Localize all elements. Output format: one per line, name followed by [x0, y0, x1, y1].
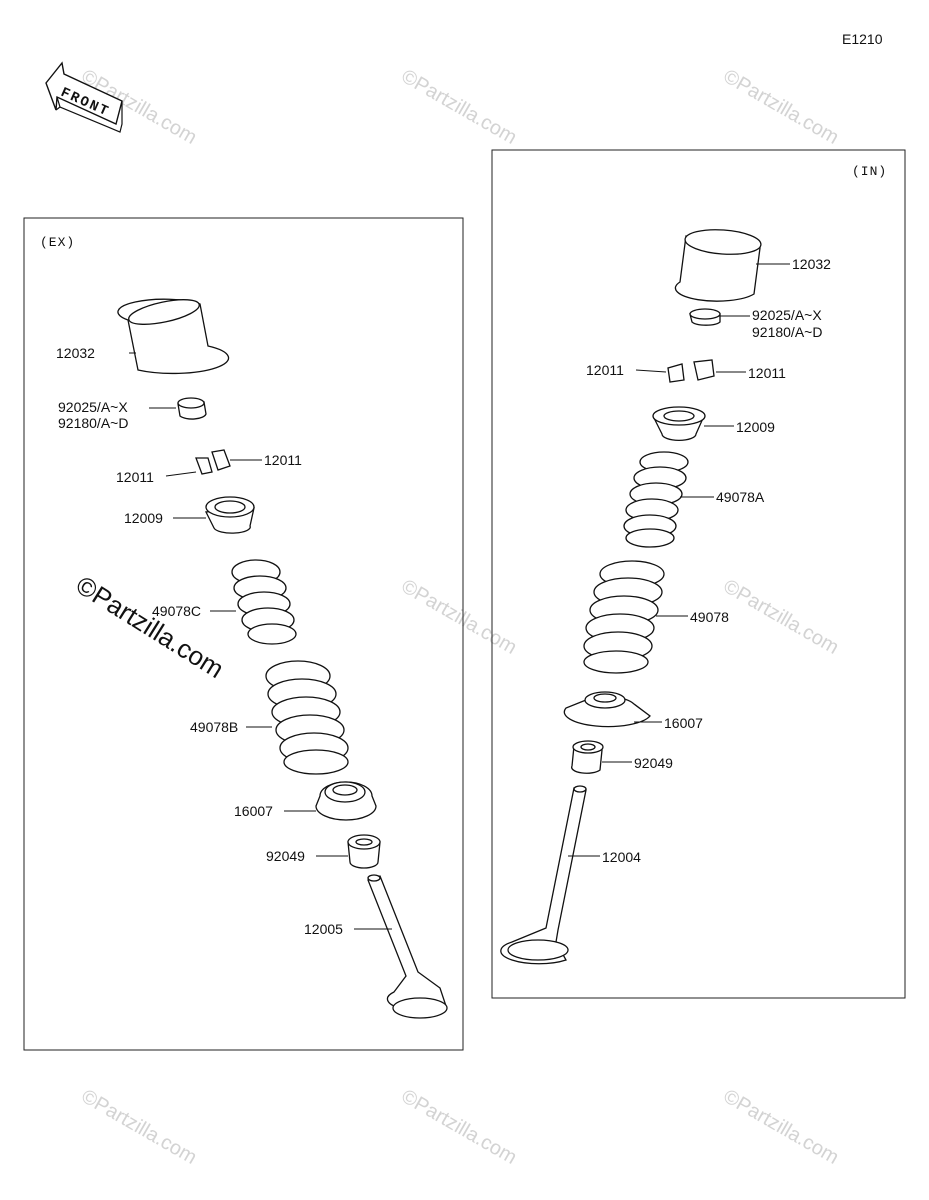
ex-stem-seal-part — [347, 834, 381, 869]
exhaust-panel: (EX) 12032 92025/A~X 92180/A~D 12011 120… — [23, 217, 464, 1051]
ex-shim-part — [177, 397, 207, 420]
diagram-code: E1210 — [842, 31, 883, 47]
in-stem-seal-part — [571, 740, 604, 774]
in-inner-spring-label: 49078A — [716, 489, 765, 505]
ex-outer-spring-label: 49078B — [190, 719, 238, 735]
watermark: ©Partzilla.com — [78, 1085, 201, 1169]
in-outer-spring-part — [583, 560, 665, 674]
ex-stem-seal-label: 92049 — [266, 848, 305, 864]
ex-retainer-label: 12009 — [124, 510, 163, 526]
in-outer-spring-label: 49078 — [690, 609, 729, 625]
ex-cotter-label-right: 12011 — [264, 452, 302, 468]
ex-valve-part — [367, 874, 448, 1019]
intake-panel: (IN) 12032 92025/A~X 92180/A~D 12011 120… — [491, 149, 906, 999]
watermark: ©Partzilla.com — [398, 65, 521, 149]
ex-valve-label: 12005 — [304, 921, 343, 937]
exhaust-panel-frame — [23, 217, 464, 1051]
ex-cotter-part — [195, 449, 231, 475]
panel-watermark: ©Partzilla.com — [71, 570, 229, 684]
intake-panel-tag: (IN) — [852, 164, 887, 179]
in-shim-part — [689, 308, 721, 326]
watermark: ©Partzilla.com — [720, 575, 843, 659]
in-valve-part — [500, 785, 587, 965]
in-retainer-label: 12009 — [736, 419, 775, 435]
in-spring-seat-label: 16007 — [664, 715, 703, 731]
ex-cotter-label-left: 12011 — [116, 469, 154, 485]
ex-outer-spring-part — [265, 660, 349, 775]
in-shim-label-2: 92180/A~D — [752, 324, 822, 340]
in-shim-label-1: 92025/A~X — [752, 307, 822, 323]
in-inner-spring-part — [623, 451, 689, 548]
in-cotter-part — [667, 359, 715, 383]
in-tappet-label: 12032 — [792, 256, 831, 272]
ex-retainer-part — [204, 496, 255, 534]
ex-inner-spring-label: 49078C — [152, 603, 201, 619]
in-valve-label: 12004 — [602, 849, 641, 865]
in-tappet-part — [674, 229, 762, 302]
ex-inner-spring-part — [231, 559, 297, 645]
watermark: ©Partzilla.com — [720, 65, 843, 149]
in-stem-seal-label: 92049 — [634, 755, 673, 771]
in-spring-seat-part — [563, 691, 651, 728]
ex-tappet-label: 12032 — [56, 345, 95, 361]
ex-shim-label-1: 92025/A~X — [58, 399, 128, 415]
in-retainer-part — [652, 406, 706, 442]
ex-spring-seat-label: 16007 — [234, 803, 273, 819]
watermark: ©Partzilla.com — [398, 575, 521, 659]
in-cotter-label-right: 12011 — [748, 365, 786, 381]
intake-panel-frame — [491, 149, 906, 999]
exhaust-panel-tag: (EX) — [40, 235, 75, 250]
in-cotter-label-left: 12011 — [586, 362, 624, 378]
watermark: ©Partzilla.com — [398, 1085, 521, 1169]
ex-spring-seat-part — [315, 781, 377, 821]
ex-tappet-part — [117, 298, 230, 375]
ex-shim-label-2: 92180/A~D — [58, 415, 128, 431]
watermark: ©Partzilla.com — [720, 1085, 843, 1169]
